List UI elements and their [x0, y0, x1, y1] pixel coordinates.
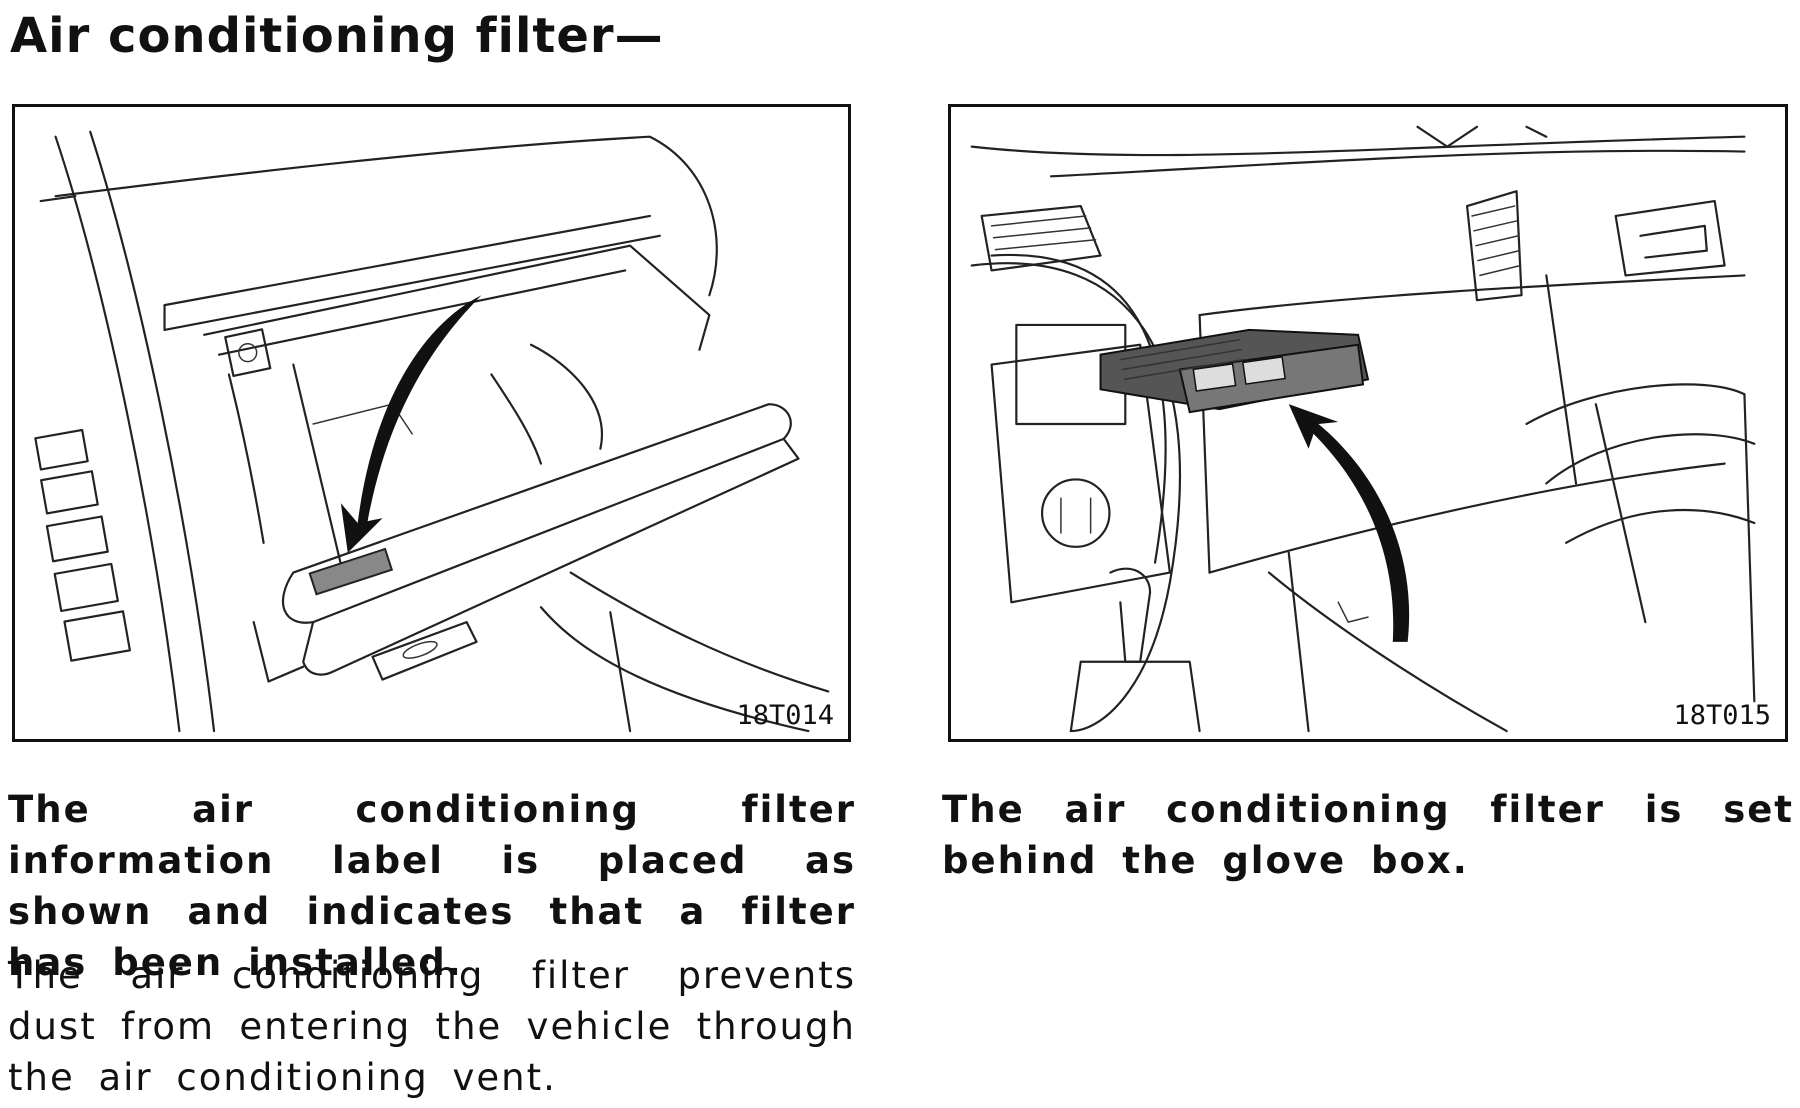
vent-icon — [980, 204, 1102, 272]
filter-unit-icon — [1099, 328, 1370, 414]
glove-box-label-figure: 18T014 — [12, 104, 851, 742]
vent-icon — [1465, 190, 1523, 302]
filter-purpose-text: The air conditioning filter prevents dus… — [8, 954, 856, 1099]
glove-box-label-illustration — [34, 130, 830, 733]
filter-location-figure: 18T015 — [948, 104, 1788, 742]
arrow-icon — [1288, 404, 1410, 642]
figure-code: 18T015 — [1673, 700, 1771, 731]
filter-location-text: The air conditioning filter is set behin… — [942, 788, 1794, 882]
page-title: Air conditioning filter— — [10, 8, 664, 64]
label-location-text: The air conditioning filter information … — [8, 788, 856, 984]
arrow-icon — [340, 295, 482, 553]
filter-label-icon — [308, 547, 394, 596]
figure-code: 18T014 — [736, 700, 834, 731]
filter-behind-glove-box-illustration — [970, 125, 1756, 733]
side-vent-icon — [34, 428, 131, 662]
